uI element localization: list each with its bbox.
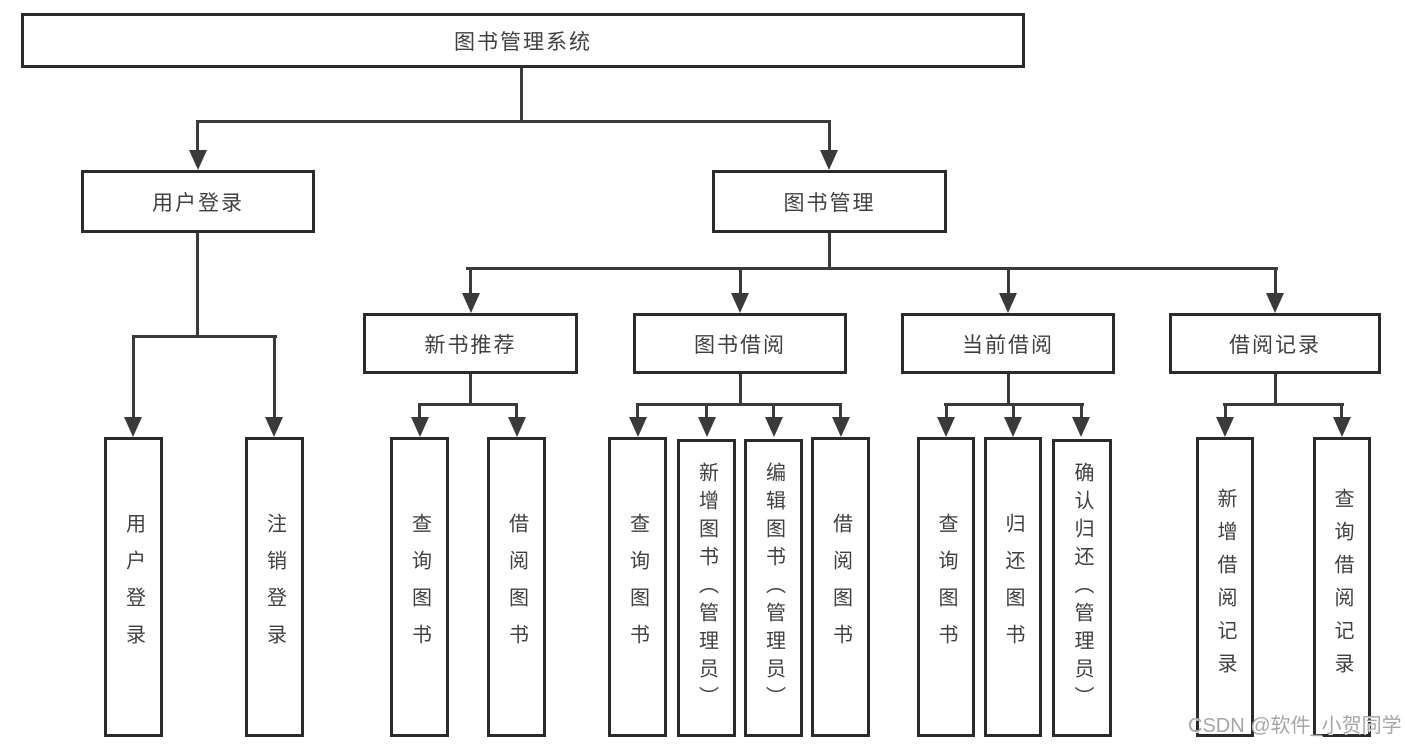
connector-hline: [196, 120, 831, 123]
connector-vline: [636, 403, 639, 419]
connector-vline: [132, 335, 135, 419]
node-current-borrowing-label: 当前借阅: [962, 333, 1054, 357]
node-root-label: 图书管理系统: [454, 30, 592, 54]
connector-vline: [828, 233, 831, 270]
node-book-management-label: 图书管理: [783, 191, 876, 215]
arrow-down-icon: [1072, 417, 1090, 437]
node-borrowing-records: 借阅记录: [1169, 313, 1381, 374]
leaf-add-borrow-record-label: 新增借阅记录: [1214, 488, 1236, 686]
connector-vline: [1274, 374, 1277, 406]
connector-vline: [1012, 403, 1015, 419]
leaf-query-books-3-label: 查询图书: [935, 513, 957, 661]
leaf-query-books-1: 查询图书: [390, 437, 449, 737]
node-borrowing-records-label: 借阅记录: [1229, 333, 1321, 357]
node-book-borrowing-label: 图书借阅: [694, 333, 786, 357]
connector-hline: [1223, 403, 1344, 406]
connector-vline: [772, 403, 775, 419]
leaf-borrow-books-1-label: 借阅图书: [505, 513, 528, 661]
leaf-return-books-label: 归还图书: [1002, 513, 1024, 661]
arrow-down-icon: [937, 417, 955, 437]
connector-vline: [273, 335, 276, 419]
leaf-edit-books-admin: 编辑图书（管理员）: [744, 439, 803, 737]
leaf-borrow-books-1: 借阅图书: [487, 437, 546, 737]
node-user-login-label: 用户登录: [152, 191, 244, 215]
node-current-borrowing: 当前借阅: [901, 313, 1115, 374]
connector-vline: [196, 120, 199, 152]
connector-vline: [515, 403, 518, 419]
connector-vline: [469, 267, 472, 295]
leaf-query-books-3: 查询图书: [917, 437, 975, 737]
arrow-down-icon: [999, 293, 1017, 313]
leaf-add-books-admin: 新增图书（管理员）: [677, 439, 736, 737]
connector-vline: [739, 374, 742, 406]
arrow-down-icon: [189, 150, 207, 170]
connector-vline: [1340, 403, 1343, 419]
leaf-logout: 注销登录: [245, 437, 304, 737]
arrow-down-icon: [508, 417, 526, 437]
arrow-down-icon: [1266, 293, 1284, 313]
node-new-book-recommend: 新书推荐: [363, 313, 578, 374]
leaf-add-books-admin-label: 新增图书（管理员）: [695, 462, 718, 714]
node-new-book-recommend-label: 新书推荐: [424, 333, 517, 357]
connector-vline: [196, 233, 199, 338]
connector-hline: [132, 335, 277, 338]
leaf-user-login: 用户登录: [104, 437, 163, 737]
arrow-down-icon: [765, 417, 783, 437]
connector-hline: [418, 403, 518, 406]
arrow-down-icon: [265, 417, 283, 437]
arrow-down-icon: [820, 150, 838, 170]
leaf-query-books-2: 查询图书: [608, 437, 667, 737]
leaf-borrow-books-2: 借阅图书: [811, 437, 870, 737]
node-user-login: 用户登录: [81, 170, 315, 233]
connector-vline: [945, 403, 948, 419]
arrow-down-icon: [698, 417, 716, 437]
leaf-confirm-return-admin-label: 确认归还（管理员）: [1071, 462, 1093, 714]
csdn-watermark: CSDN @软件_小贺同学: [1188, 715, 1402, 737]
leaf-query-borrow-record: 查询借阅记录: [1313, 437, 1371, 737]
connector-vline: [1274, 267, 1277, 295]
connector-vline: [839, 403, 842, 419]
leaf-confirm-return-admin: 确认归还（管理员）: [1052, 439, 1112, 737]
connector-hline: [466, 267, 1278, 270]
arrow-down-icon: [411, 417, 429, 437]
arrow-down-icon: [731, 293, 749, 313]
arrow-down-icon: [1333, 417, 1351, 437]
leaf-logout-label: 注销登录: [263, 513, 286, 661]
node-book-borrowing: 图书借阅: [633, 313, 847, 374]
leaf-user-login-label: 用户登录: [122, 513, 145, 661]
connector-vline: [1080, 403, 1083, 419]
node-root: 图书管理系统: [21, 13, 1025, 68]
arrow-down-icon: [1216, 417, 1234, 437]
node-book-management: 图书管理: [712, 170, 947, 233]
connector-vline: [418, 403, 421, 419]
connector-vline: [469, 374, 472, 406]
leaf-query-books-1-label: 查询图书: [408, 513, 431, 661]
connector-hline: [636, 403, 842, 406]
connector-vline: [1007, 267, 1010, 295]
leaf-edit-books-admin-label: 编辑图书（管理员）: [762, 462, 785, 714]
connector-vline: [1007, 374, 1010, 406]
leaf-return-books: 归还图书: [984, 437, 1042, 737]
leaf-query-books-2-label: 查询图书: [626, 513, 649, 661]
arrow-down-icon: [1004, 417, 1022, 437]
connector-vline: [739, 267, 742, 295]
arrow-down-icon: [629, 417, 647, 437]
leaf-add-borrow-record: 新增借阅记录: [1196, 437, 1254, 737]
arrow-down-icon: [124, 417, 142, 437]
arrow-down-icon: [462, 293, 480, 313]
connector-vline: [1224, 403, 1227, 419]
connector-vline: [705, 403, 708, 419]
connector-vline: [828, 120, 831, 152]
arrow-down-icon: [832, 417, 850, 437]
leaf-borrow-books-2-label: 借阅图书: [829, 513, 852, 661]
leaf-query-borrow-record-label: 查询借阅记录: [1331, 488, 1353, 686]
connector-vline: [520, 68, 523, 122]
